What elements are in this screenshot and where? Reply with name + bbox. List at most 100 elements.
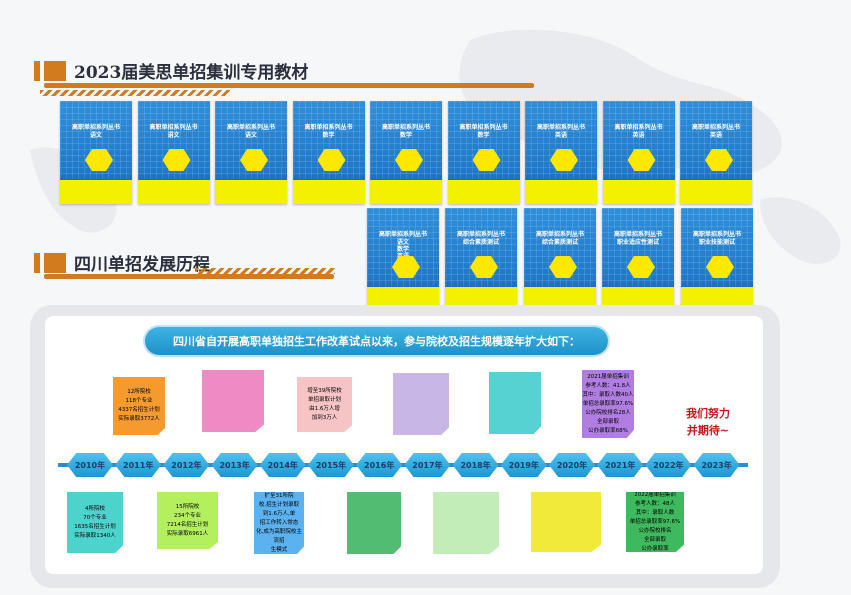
- timeline-card: 15所院校 234个专业 7214名招生计划 实际录取6961人: [157, 492, 218, 549]
- book-subject: 语文: [89, 132, 102, 139]
- year-label: 2016年: [364, 460, 395, 470]
- heading-underline: [44, 83, 534, 88]
- book-subject: 综合素质测试: [541, 239, 578, 246]
- timeline-banner: 四川省自开展高职单独招生工作改革试点以来，参与院校及招生规模逐年扩大如下：: [145, 327, 608, 355]
- book-subject: 英语: [632, 132, 645, 139]
- cover-hexagon: [549, 256, 577, 278]
- book-series: 高职单招系列丛书: [149, 124, 198, 131]
- heading-marker: [34, 252, 66, 273]
- heading2-underline-stripes: [195, 268, 335, 274]
- book-series: 高职单招系列丛书: [614, 124, 663, 131]
- year-label: 2023年: [701, 460, 732, 470]
- year-marker: 2015年: [308, 453, 354, 477]
- book-subject: 英语: [554, 132, 567, 139]
- book-subject: 数学: [477, 132, 490, 139]
- heading-underline-stripes: [40, 90, 230, 96]
- year-marker: 2021年: [597, 453, 644, 477]
- textbook-cover: 高职单招系列丛书职业技能测试: [681, 208, 753, 311]
- timeline-card: [531, 492, 601, 552]
- year-marker: 2023年: [693, 453, 740, 477]
- book-subject: 语文: [167, 132, 180, 139]
- year-label: 2013年: [219, 460, 250, 470]
- heading-history: 四川单招发展历程: [34, 250, 210, 275]
- year-label: 2021年: [605, 460, 636, 470]
- book-subject: 综合素质测试: [462, 239, 499, 246]
- year-label: 2019年: [508, 460, 539, 470]
- cover-hexagon: [705, 149, 733, 171]
- cover-band: [370, 180, 442, 204]
- timeline-axis: [58, 463, 748, 467]
- timeline-card-text: 2022届单招集训 参考人数：48人 其中：录取人数 单招总录取率97.6% 公…: [629, 491, 681, 552]
- textbook-cover: 高职单招系列丛书数学: [447, 101, 520, 204]
- cover-hexagon: [240, 149, 268, 171]
- cover-hexagon: [627, 256, 655, 278]
- book-subject: 职业适应性测试: [616, 239, 659, 246]
- book-series: 高职单招系列丛书: [691, 124, 740, 131]
- year-marker: 2016年: [356, 453, 403, 477]
- timeline-card: 扩至31所院 校,招生计划录取 到1.6万人,单 招工作转入常态 化,成为高职院…: [254, 492, 304, 554]
- cover-hexagon: [162, 149, 191, 171]
- book-series: 高职单招系列丛书: [535, 231, 584, 238]
- heading-textbooks-text: 2023届美思单招集训专用教材: [74, 63, 309, 83]
- timeline-card: 2022届单招集训 参考人数：48人 其中：录取人数 单招总录取率97.6% 公…: [626, 492, 684, 552]
- cover-hexagon: [392, 256, 420, 278]
- cover-band: [447, 180, 520, 204]
- textbook-cover: 高职单招系列丛书语文: [60, 101, 132, 204]
- year-marker: 2013年: [211, 453, 258, 477]
- book-series: 高职单招系列丛书: [226, 124, 275, 131]
- book-subject: 数学: [322, 132, 335, 139]
- year-label: 2018年: [460, 460, 491, 470]
- book-series: 高职单招系列丛书: [613, 231, 662, 238]
- textbook-cover: 高职单招系列丛书英语: [602, 101, 675, 204]
- year-label: 2017年: [412, 460, 443, 470]
- book-subject: 职业技能测试: [698, 239, 735, 246]
- slogan: 我们努力 并期待~: [686, 407, 730, 437]
- heading-textbooks: 2023届美思单招集训专用教材: [34, 58, 309, 83]
- cover-hexagon: [470, 256, 498, 278]
- textbook-cover: 高职单招系列丛书语文: [215, 101, 287, 204]
- year-label: 2020年: [556, 460, 588, 470]
- timeline-card-text: 扩至31所院 校,招生计划录取 到1.6万人,单 招工作转入常态 化,成为高职院…: [256, 492, 302, 553]
- year-label: 2015年: [315, 460, 347, 470]
- timeline-card: [202, 370, 264, 432]
- cover-band: [137, 180, 210, 204]
- book-subject: 数学: [399, 132, 412, 139]
- timeline-card-text: 15所院校 234个专业 7214名招生计划 实际录取6961人: [166, 503, 209, 537]
- year-marker: 2012年: [163, 453, 210, 477]
- textbook-cover: 高职单招系列丛书综合素质测试: [524, 208, 596, 311]
- heading2-underline: [44, 274, 334, 279]
- textbook-cover: 高职单招系列丛书数学: [292, 101, 365, 204]
- year-marker: 2011年: [115, 453, 162, 477]
- timeline-card: 12所院校 118个专业 4337名招生计划 实际录取3772人: [113, 377, 165, 435]
- cover-hexagon: [85, 149, 113, 171]
- cover-hexagon: [317, 149, 346, 171]
- timeline-card: 4所院校 70个专业 1635名招生计划 实际录取1340人: [67, 492, 123, 553]
- year-marker: 2020年: [549, 453, 595, 477]
- timeline-card: [489, 372, 541, 434]
- book-series: 高职单招系列丛书: [304, 124, 353, 131]
- book-subject: 语文: [244, 132, 257, 139]
- cover-band: [525, 180, 597, 204]
- cover-band: [60, 180, 132, 204]
- year-marker: 2022年: [645, 453, 692, 477]
- textbook-cover: 高职单招系列丛书数学: [370, 101, 442, 204]
- cover-band: [215, 180, 287, 204]
- year-label: 2012年: [171, 460, 202, 470]
- cover-band: [292, 180, 365, 204]
- timeline-banner-text: 四川省自开展高职单独招生工作改革试点以来，参与院校及招生规模逐年扩大如下：: [173, 335, 580, 348]
- book-series: 高职单招系列丛书: [381, 124, 430, 131]
- year-label: 2022年: [653, 460, 684, 470]
- book-series: 高职单招系列丛书: [459, 124, 508, 131]
- cover-band: [602, 180, 675, 204]
- year-marker: 2014年: [259, 453, 306, 477]
- timeline-card: [433, 492, 499, 554]
- textbook-cover: 高职单招系列丛书职业适应性测试: [602, 208, 674, 311]
- book-series: 高职单招系列丛书: [536, 124, 585, 131]
- heading-marker: [34, 60, 66, 81]
- cover-hexagon: [550, 149, 578, 171]
- timeline-card-text: 增至39所院校 单招录取计划 由1.6万人增 加到3万人: [307, 387, 342, 421]
- year-label: 2011年: [123, 460, 154, 470]
- cover-band: [680, 180, 752, 204]
